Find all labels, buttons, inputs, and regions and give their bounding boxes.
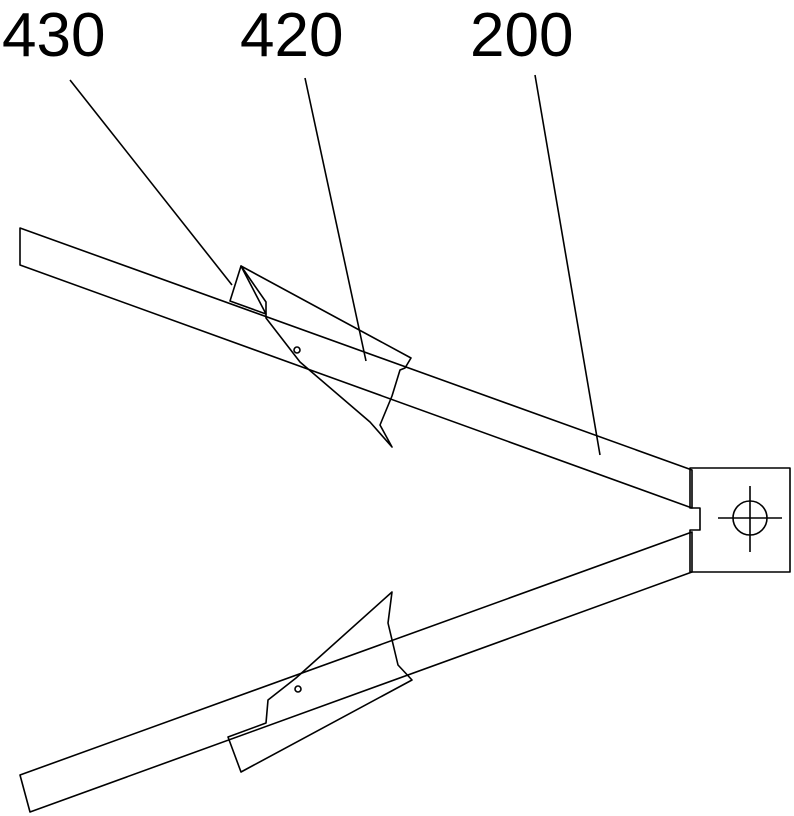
leader-430 [69,79,233,286]
upper-wedge [240,265,412,448]
lower-wedge-pin [294,685,302,693]
label-420: 420 [240,1,343,70]
label-200: 200 [470,1,573,70]
upper-arm [19,227,693,509]
pivot-block [689,467,791,573]
upper-wedge-flap [229,265,267,315]
upper-wedge-pin [293,346,301,354]
lower-arm [19,531,693,813]
label-430: 430 [2,1,105,70]
lower-wedge [227,591,413,773]
leader-420 [304,77,367,362]
leader-200 [534,74,601,456]
